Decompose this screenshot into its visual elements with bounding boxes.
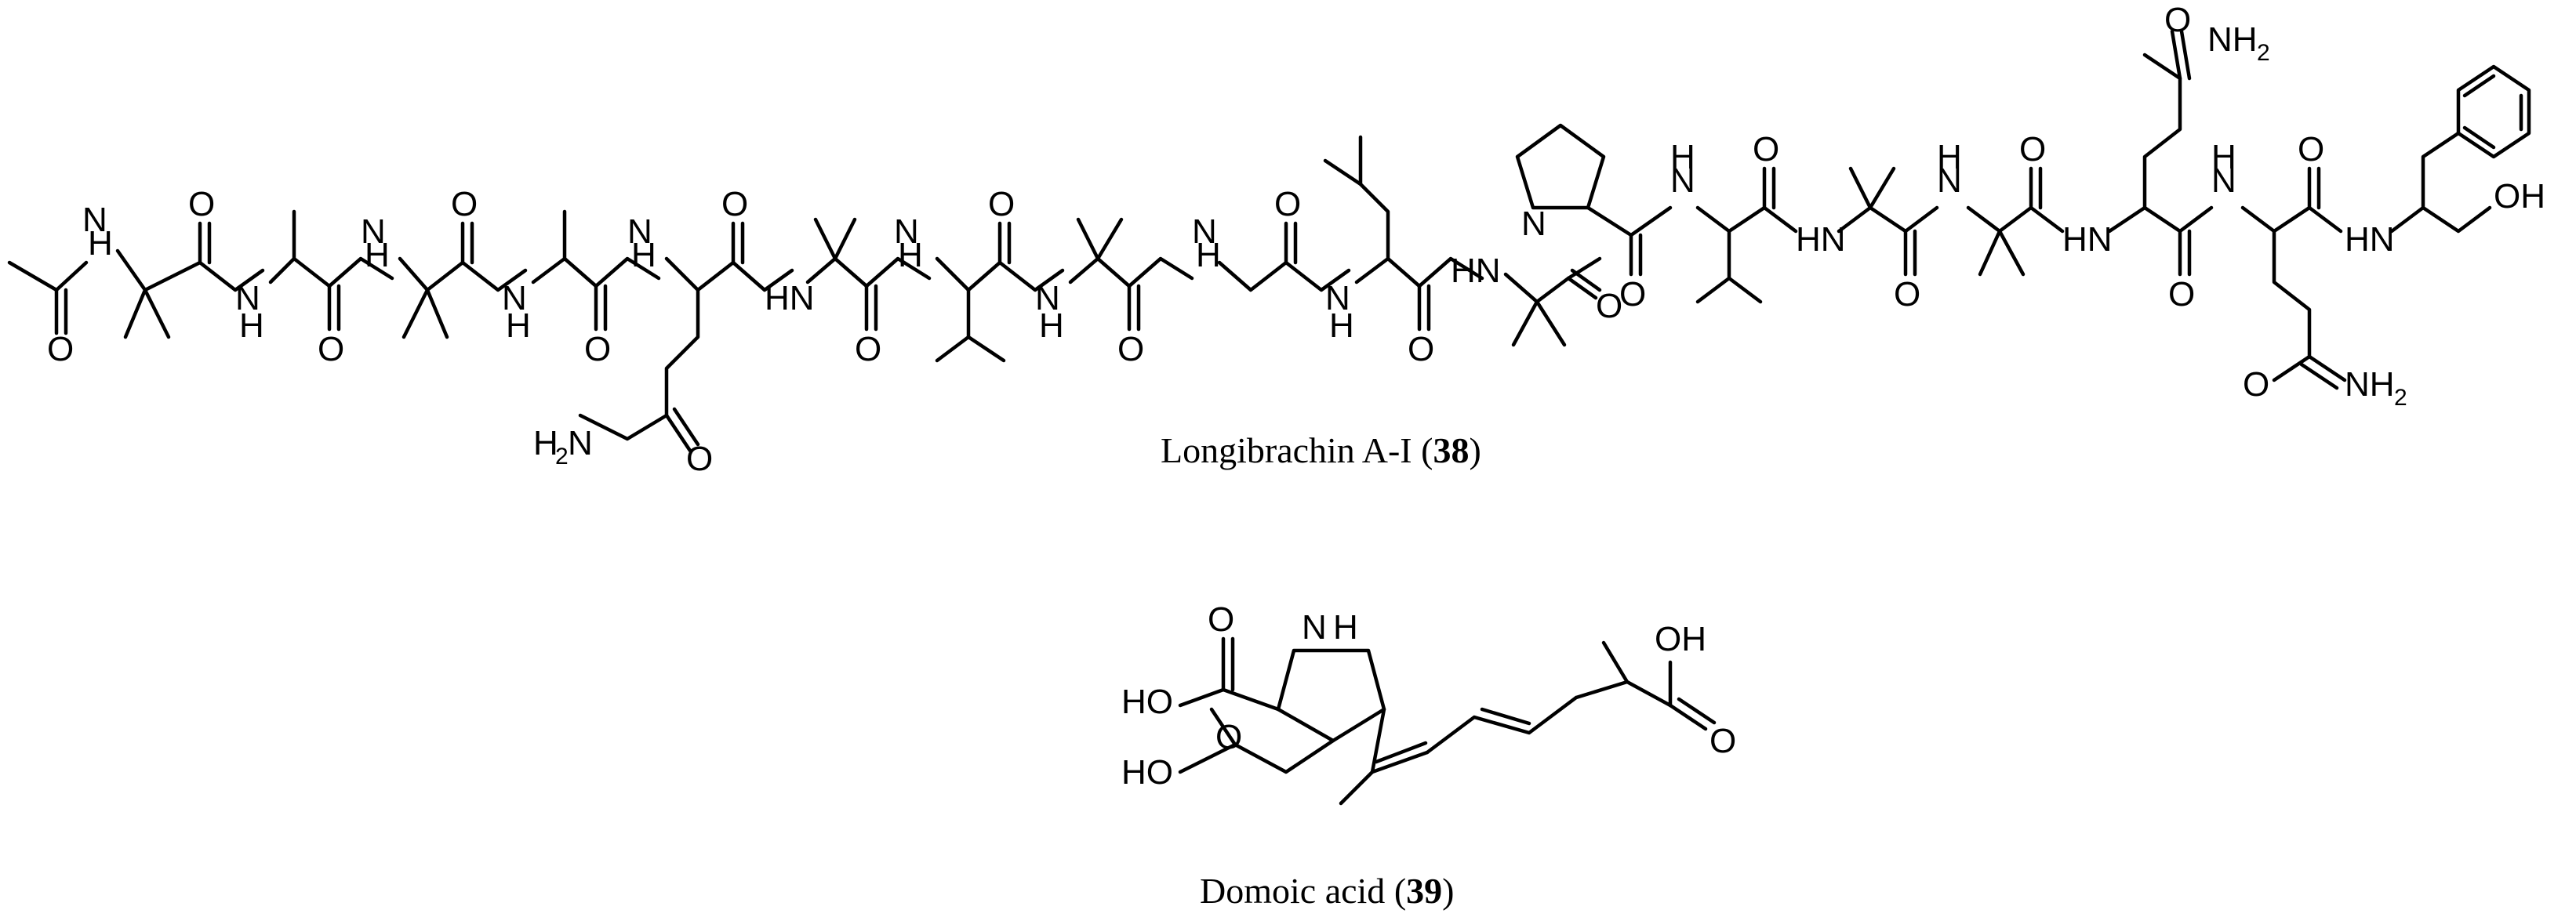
atom-h-15: H (1937, 138, 1962, 176)
atom-n-10: N (1325, 279, 1350, 317)
atom-oh-pheol: OH (2494, 177, 2545, 216)
atom-ho-1: HO (1121, 683, 1173, 721)
atom-o-acetyl: O (47, 330, 74, 368)
atom-h-7: H (898, 236, 923, 274)
atom-h2n-1-sub: 2 (555, 444, 569, 469)
atom-o-8: O (988, 185, 1015, 223)
atom-o-4: O (451, 185, 478, 223)
atom-o-2: O (188, 185, 215, 223)
atom-n-13: N (1670, 161, 1695, 200)
atom-n-15: N (1937, 161, 1962, 200)
atom-n-2: N (235, 279, 260, 317)
atom-h2n-1: H (533, 424, 558, 462)
atom-o-15: O (1894, 275, 1920, 314)
atom-o-16: O (2019, 130, 2046, 169)
domoic-acid-structure: N H O HO HO O O OH Domoic acid (39) (1121, 600, 1736, 911)
atom-n-pro: N (1521, 205, 1546, 243)
atom-o-cooh1: O (1208, 600, 1234, 639)
atom-h-10: H (1329, 306, 1354, 345)
atom-o-13: O (1619, 275, 1646, 314)
atom-o-6: O (721, 185, 748, 223)
atom-h-3: H (365, 236, 390, 274)
atom-o-gln3: O (2243, 365, 2269, 404)
atom-o-cooh2: O (1215, 718, 1242, 756)
atom-h-8: H (1039, 306, 1064, 345)
atom-h-1: H (88, 224, 113, 263)
atom-h-2: H (239, 306, 264, 345)
atom-nh2-2: NH (2207, 20, 2258, 59)
atom-ho-2: HO (1121, 753, 1173, 792)
atom-o-12: O (1596, 287, 1622, 325)
atom-n-11: HN (1451, 252, 1501, 290)
atom-h2n-1-n: N (568, 424, 593, 462)
atom-o-gln1: O (686, 440, 713, 478)
atom-nh2-2-sub: 2 (2257, 40, 2270, 66)
atom-h-4: H (506, 306, 531, 345)
atom-n-18: HN (2345, 220, 2395, 259)
atom-o-14: O (1753, 130, 1779, 169)
atom-h-5: H (631, 236, 656, 274)
atom-h-9: H (1196, 236, 1221, 274)
caption-longibrachin: Longibrachin A-I (38) (1161, 430, 1481, 470)
atom-n-3: N (361, 212, 386, 251)
atom-n-1: N (82, 201, 107, 239)
atom-n-8: N (1035, 279, 1060, 317)
atom-o-5: O (584, 330, 611, 368)
atom-o-11: O (1408, 330, 1434, 368)
atom-o-gln2: O (2164, 1, 2191, 39)
atom-n-domoic: N (1302, 608, 1327, 647)
atom-n-4: N (502, 279, 527, 317)
atom-n-9: N (1192, 212, 1217, 251)
atom-nh2-3-sub: 2 (2394, 385, 2407, 411)
atom-oh-3: OH (1655, 620, 1706, 658)
atom-h-domoic: H (1333, 608, 1358, 647)
atom-h-13: H (1670, 138, 1695, 176)
atom-o-7: O (855, 330, 881, 368)
atom-h-17: H (2211, 138, 2236, 176)
atom-o-17: O (2168, 275, 2195, 314)
atom-n-5: N (627, 212, 652, 251)
caption-domoic-acid: Domoic acid (39) (1200, 871, 1454, 911)
atom-n-6: HN (765, 279, 815, 317)
atom-o-9: O (1117, 330, 1144, 368)
atom-nh2-3: NH (2345, 365, 2395, 404)
atom-n-16: HN (2062, 220, 2113, 259)
atom-o-18: O (2298, 130, 2324, 169)
atom-o-3: O (318, 330, 344, 368)
atom-n-14: HN (1796, 220, 1846, 259)
atom-n-7: N (894, 212, 919, 251)
longibrachin-structure: O N H O N H O N H O N H O N H (7, 1, 2545, 478)
atom-n-17: N (2211, 161, 2236, 200)
atom-o-cooh3: O (1709, 722, 1736, 760)
atom-o-10: O (1274, 185, 1301, 223)
